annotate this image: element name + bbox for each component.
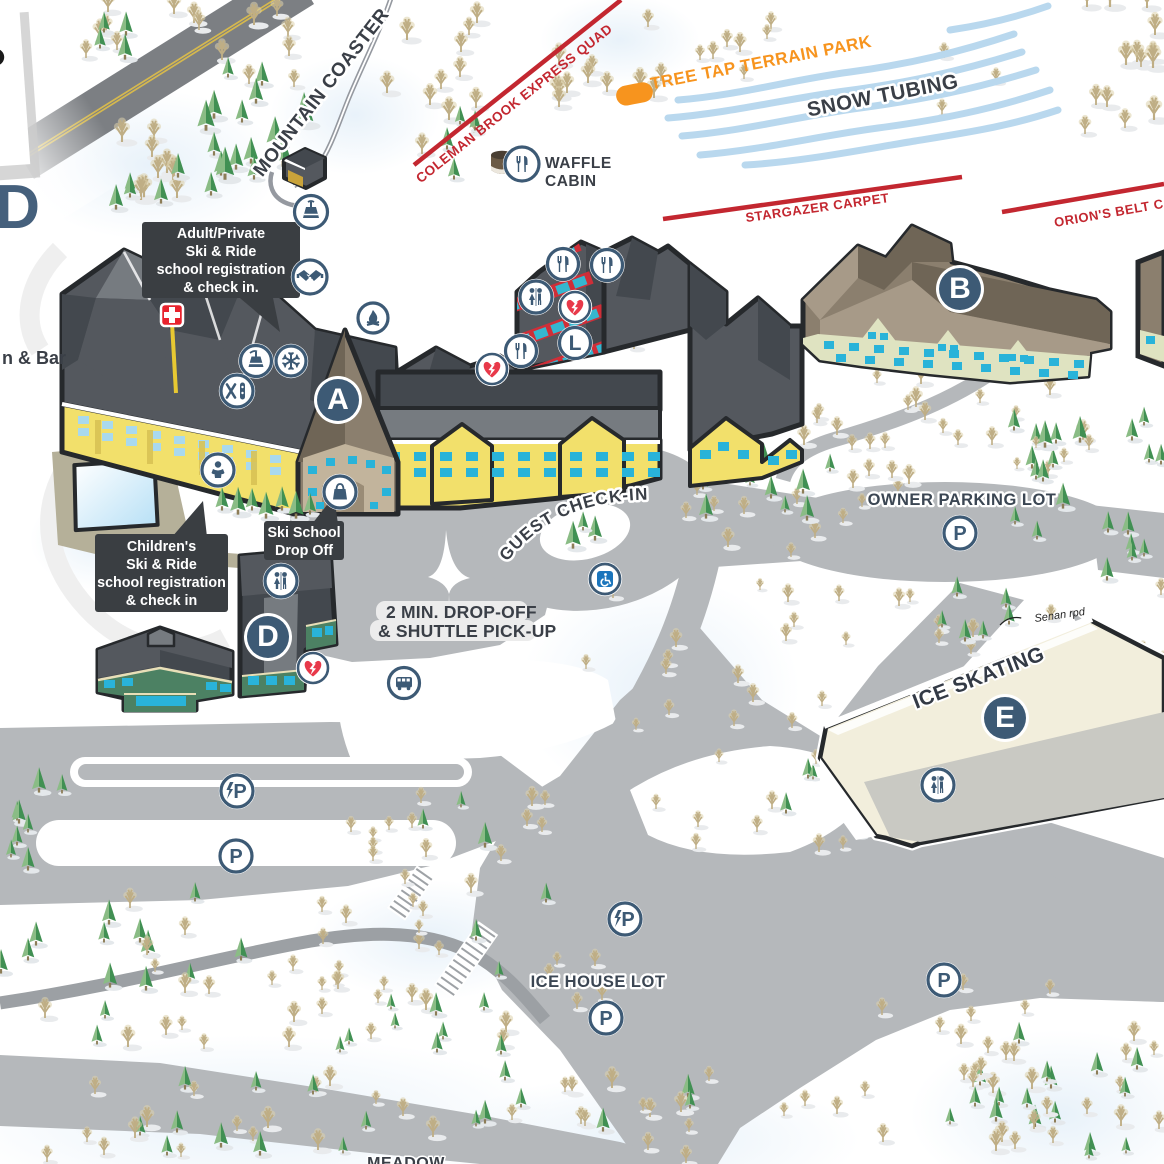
svg-text:P: P	[233, 781, 246, 803]
svg-text:A: A	[327, 383, 349, 416]
svg-text:Ski & Ride: Ski & Ride	[186, 244, 257, 260]
svg-text:school registration: school registration	[97, 575, 226, 591]
svg-text:P: P	[953, 523, 966, 545]
svg-text:OWNER PARKING LOT: OWNER PARKING LOT	[868, 491, 1057, 509]
svg-text:n & Bar: n & Bar	[2, 348, 66, 368]
svg-text:WAFFLE: WAFFLE	[545, 155, 612, 172]
svg-text:2 MIN. DROP-OFF: 2 MIN. DROP-OFF	[386, 602, 537, 622]
svg-text:school registration: school registration	[157, 262, 286, 278]
svg-text:CABIN: CABIN	[545, 173, 597, 190]
svg-text:P: P	[229, 846, 242, 868]
svg-text:Ski & Ride: Ski & Ride	[126, 557, 197, 573]
svg-text:Children's: Children's	[127, 539, 196, 555]
svg-text:ND: ND	[0, 173, 40, 242]
svg-text:Drop Off: Drop Off	[275, 543, 333, 559]
svg-text:& SHUTTLE PICK-UP: & SHUTTLE PICK-UP	[378, 621, 557, 641]
svg-text:E: E	[995, 701, 1015, 734]
svg-text:D: D	[257, 620, 279, 653]
svg-text:P: P	[599, 1008, 612, 1030]
svg-text:& check in.: & check in.	[183, 280, 259, 296]
svg-text:ICE HOUSE LOT: ICE HOUSE LOT	[531, 973, 666, 991]
svg-text:B: B	[949, 272, 971, 305]
svg-text:L: L	[569, 332, 582, 355]
svg-text:& check in: & check in	[126, 593, 198, 609]
svg-text:P: P	[621, 909, 634, 931]
svg-text:P: P	[937, 970, 950, 992]
svg-text:Adult/Private: Adult/Private	[177, 226, 265, 242]
svg-text:Ski School: Ski School	[267, 525, 340, 541]
svg-text:MEADOW: MEADOW	[367, 1155, 445, 1164]
